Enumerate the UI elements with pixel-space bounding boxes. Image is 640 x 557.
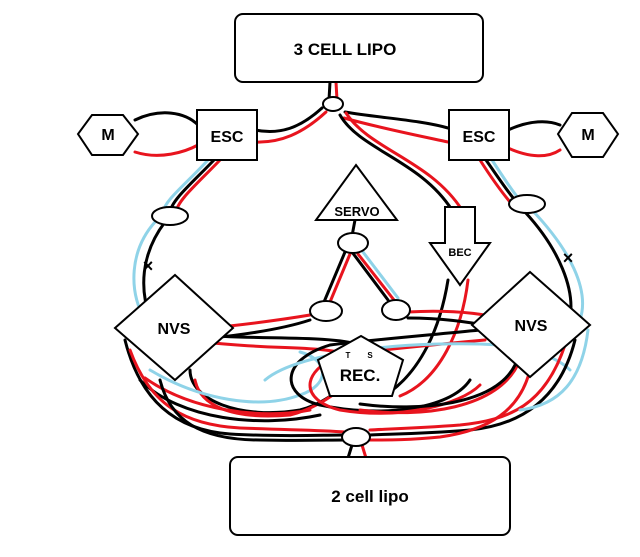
wire-junction-to-bec-red [344,111,464,212]
wire-right-servo-conn-to-nvs-right-red [406,309,492,318]
motor-right: M [556,112,620,158]
wire-esc-right-signal-blue [490,158,522,202]
loop-right-black-2 [358,363,517,409]
connector-left-esc [151,206,189,226]
battery-rx: 2 cell lipo [229,456,511,536]
wire-motor-right-black [506,120,562,132]
wire-servo-conn-to-right-blue [361,250,400,300]
rx-battery-lead-black [346,443,354,460]
nvs-left: NVS [113,273,235,382]
esc-right-label: ESC [463,129,496,146]
wire-junction-to-bec-black [338,113,454,212]
wire-junction-to-esc-right-black [343,110,450,130]
outer-left-black-2 [158,378,347,442]
nvs-left-label: NVS [158,321,191,338]
wire-esc-right-signal-red [478,158,512,204]
receiver-throttle-pin-label: T [346,351,351,360]
receiver: T S REC. [316,334,405,397]
connector-right-esc [508,194,546,214]
receiver-steering-pin-label: S [367,351,373,360]
wire-motor-left-black [133,111,200,127]
outer-right-red [368,343,567,432]
motor-left-label: M [101,127,114,144]
cut-mark-left: × [143,256,154,276]
loop-right-red-1 [308,338,487,415]
wire-motor-left-red [133,143,200,157]
outer-left-red [128,348,347,434]
connector-top-junction [322,96,344,112]
esc-right: ESC [448,109,510,161]
servo: SERVO [314,163,399,221]
wire-servo-conn-to-right-red [356,252,396,302]
wire-bec-to-rec-red [398,278,470,398]
connector-servo-right [381,299,411,321]
esc-left: ESC [196,109,258,161]
wire-servo-conn-to-left-red [328,252,352,304]
connector-bottom-junction [341,427,371,447]
cut-mark-right: × [563,248,574,268]
servo-label: SERVO [334,204,379,219]
battery-main-label: 3 CELL LIPO [294,40,397,59]
battery-main: 3 CELL LIPO [234,13,484,83]
outer-right-blue [518,328,590,412]
wire-motor-right-red [506,146,562,158]
wire-junction-to-esc-left-black [253,106,324,134]
wire-servo-conn-to-left-black [322,250,347,304]
esc-left-label: ESC [211,129,244,146]
motor-right-label: M [581,127,594,144]
wire-junction-to-esc-right-red [342,116,450,144]
wire-servo-conn-to-right-black [350,250,390,302]
wire-right-conn-to-nvs-blue [530,208,585,322]
wire-esc-right-signal-black [484,158,517,202]
connector-servo-left [309,300,343,322]
outer-left-black [123,338,347,438]
motor-left: M [76,114,140,156]
outer-right-red-2 [368,368,532,442]
battery-rx-label: 2 cell lipo [331,487,408,506]
bec: BEC [428,206,492,287]
receiver-label: REC. [340,366,381,385]
nvs-right-label: NVS [515,318,548,335]
wires [123,80,590,460]
wire-esc-left-signal-black [168,158,216,214]
connectors [151,96,546,447]
loop-right-red-2 [358,358,522,415]
rx-battery-lead-red [360,443,368,460]
wire-junction-to-esc-left-red [253,110,328,144]
connector-servo [337,232,369,254]
wire-esc-left-signal-blue [161,158,210,214]
bec-label: BEC [448,247,471,259]
nvs-right: NVS [470,270,592,379]
